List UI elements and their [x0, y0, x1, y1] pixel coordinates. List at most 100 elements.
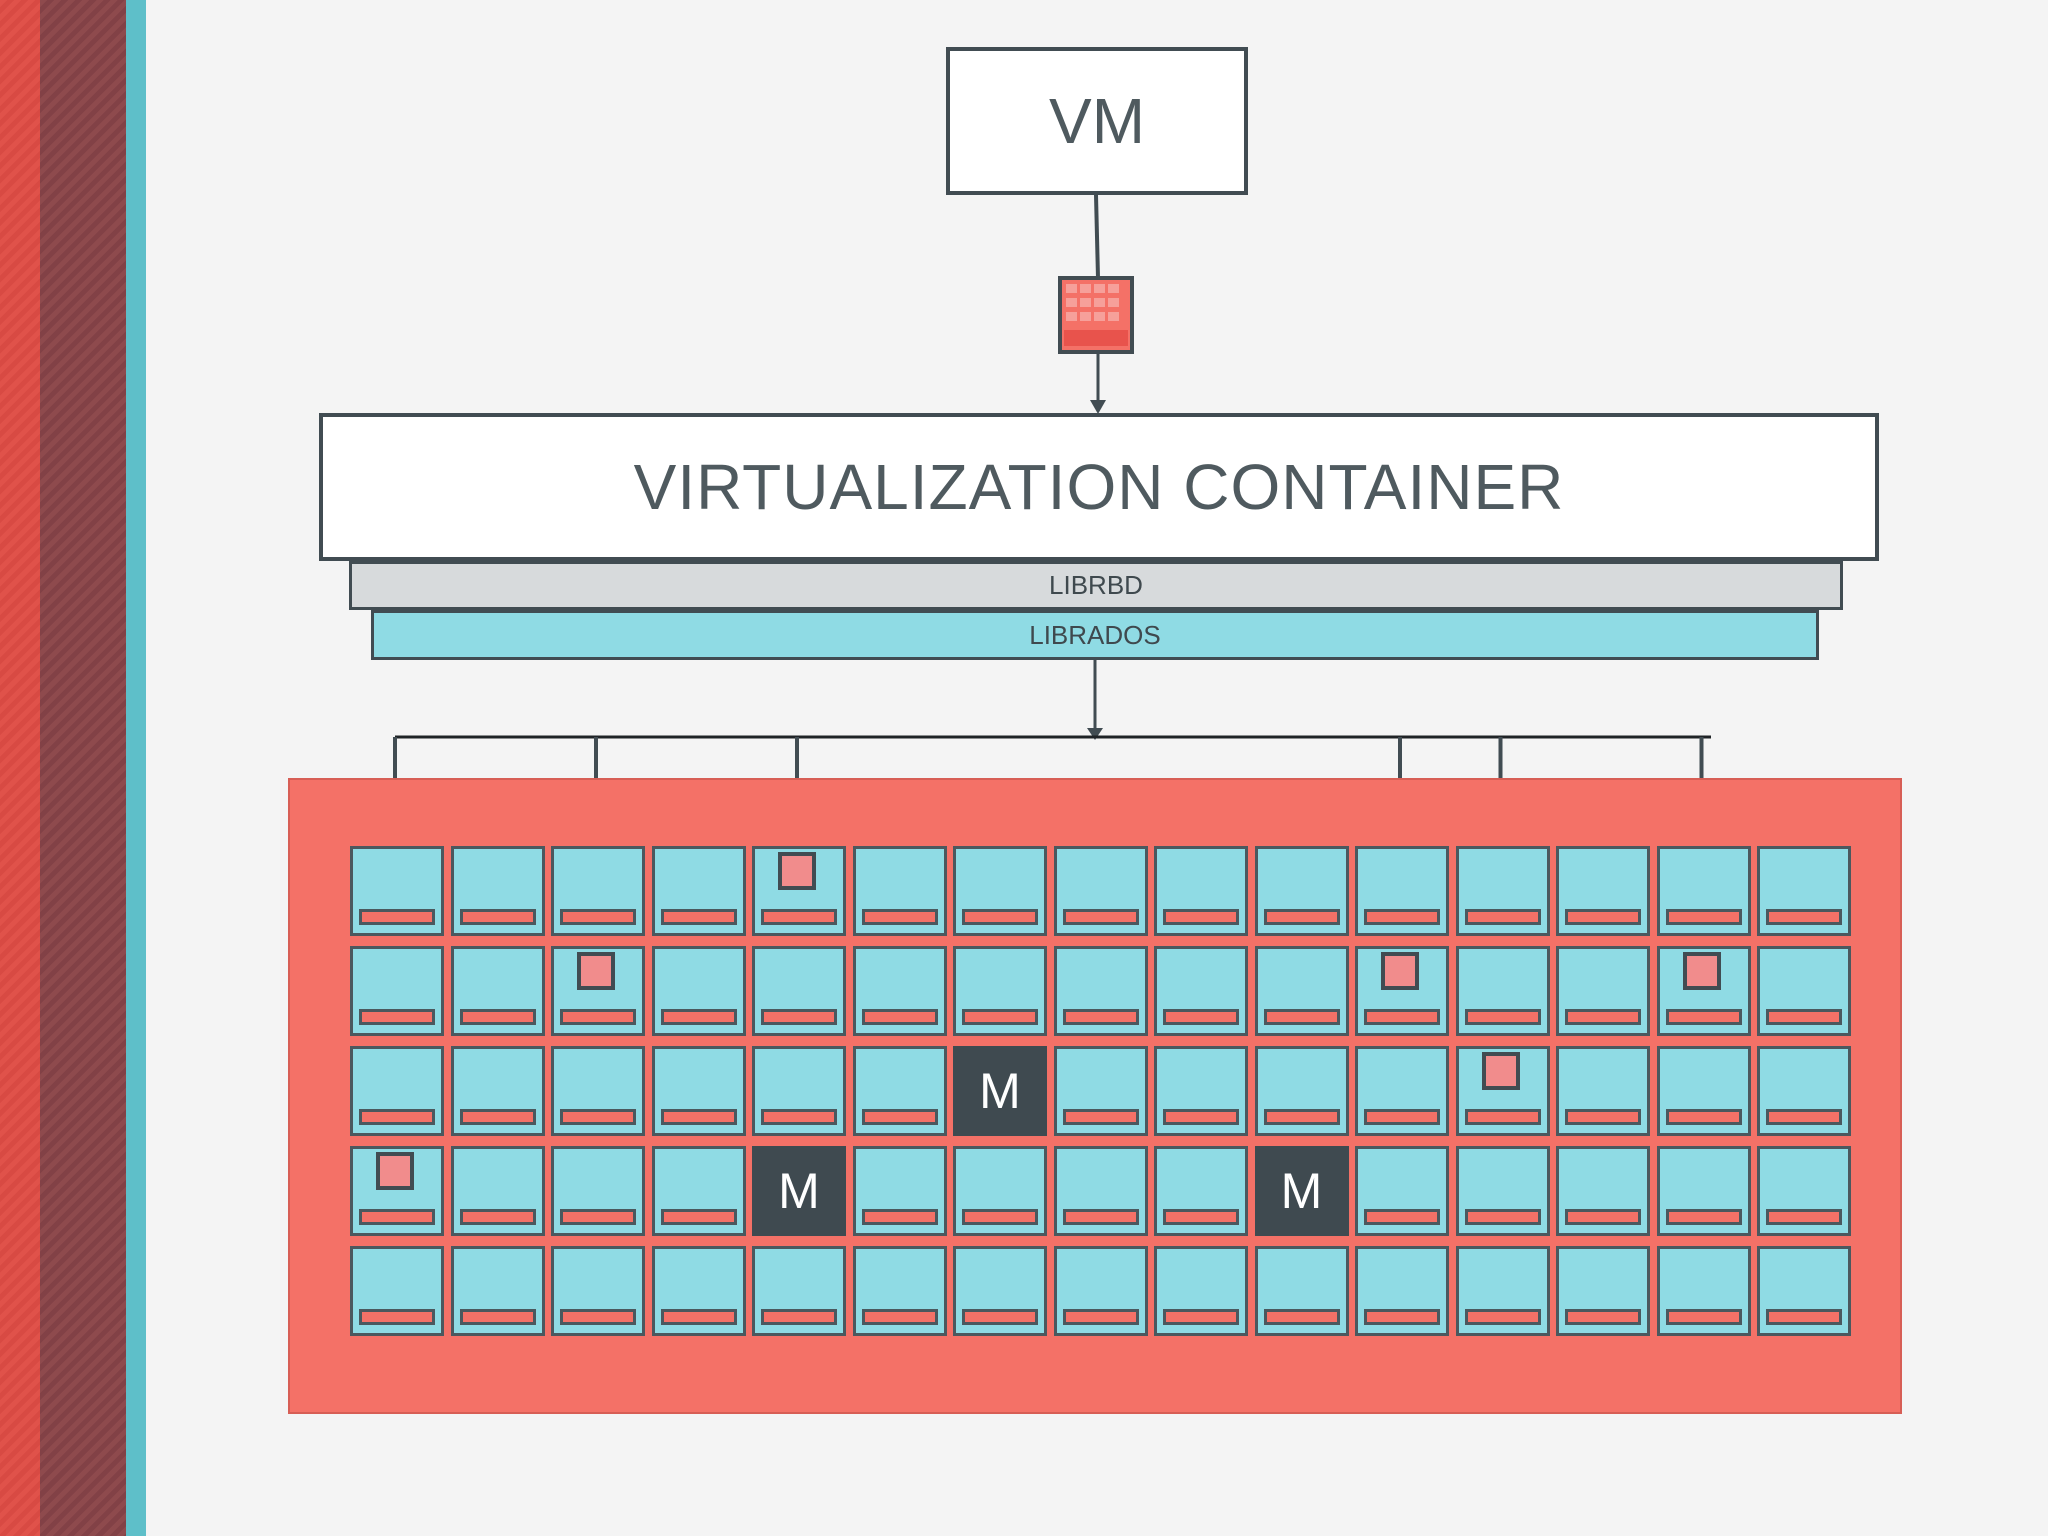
osd-cell: [1053, 946, 1148, 1036]
osd-disk-bar: [1565, 1309, 1641, 1325]
data-object: [778, 852, 816, 890]
osd-disk-bar: [1464, 1009, 1541, 1025]
osd-cell: [852, 1246, 947, 1336]
osd-disk-bar: [1766, 1209, 1842, 1225]
osd-disk-bar: [1364, 1009, 1440, 1025]
osd-disk-bar: [1163, 1209, 1239, 1225]
osd-disk-bar: [1464, 909, 1541, 925]
osd-disk-bar: [1464, 1109, 1541, 1125]
osd-cell: [1757, 846, 1851, 936]
osd-cell: [1656, 846, 1751, 936]
vm-label: VM: [1049, 85, 1145, 157]
monitor-label: M: [1280, 1163, 1323, 1219]
osd-cell: [450, 1146, 545, 1236]
osd-disk-bar: [962, 1309, 1038, 1325]
osd-disk-bar: [1565, 1009, 1641, 1025]
osd-cell: [350, 1246, 444, 1336]
osd-cell: [1053, 1146, 1148, 1236]
osd-disk-bar: [962, 1209, 1038, 1225]
virtualization-container-box: VIRTUALIZATION CONTAINER: [319, 413, 1879, 561]
osd-cell: [752, 1046, 846, 1136]
osd-cell: [1556, 1146, 1650, 1236]
osd-cell: [1656, 1146, 1751, 1236]
osd-disk-bar: [1364, 909, 1440, 925]
osd-cell: [651, 846, 746, 936]
osd-cell: [1053, 1046, 1148, 1136]
osd-cell: [1757, 1246, 1851, 1336]
osd-disk-bar: [1364, 1109, 1440, 1125]
osd-cell: [551, 1146, 645, 1236]
osd-cell: [450, 946, 545, 1036]
osd-cell: [752, 946, 846, 1036]
osd-cell: [852, 846, 947, 936]
osd-disk-bar: [962, 1009, 1038, 1025]
osd-disk-bar: [1364, 1309, 1440, 1325]
osd-disk-bar: [761, 1309, 837, 1325]
osd-disk-bar: [962, 909, 1038, 925]
osd-cell: [1154, 846, 1248, 936]
osd-disk-bar: [1263, 1009, 1340, 1025]
osd-disk-bar: [1163, 1109, 1239, 1125]
osd-disk-bar: [1565, 909, 1641, 925]
osd-cell: [852, 1046, 947, 1136]
osd-disk-bar: [560, 1109, 636, 1125]
left-maroon-stripe: [40, 0, 126, 1536]
data-object: [577, 952, 615, 990]
osd-cell: [852, 1146, 947, 1236]
librbd-label: LIBRBD: [1049, 570, 1143, 600]
monitor-node: M: [752, 1146, 846, 1236]
osd-disk-bar: [359, 1309, 435, 1325]
osd-disk-bar: [861, 1109, 938, 1125]
osd-cell: [1254, 946, 1349, 1036]
left-teal-stripe: [126, 0, 146, 1536]
osd-disk-bar: [459, 909, 536, 925]
osd-cell: [1656, 1246, 1751, 1336]
osd-disk-bar: [660, 1209, 737, 1225]
osd-cell: [1455, 946, 1550, 1036]
osd-disk-bar: [1464, 1309, 1541, 1325]
osd-disk-bar: [560, 909, 636, 925]
osd-disk-bar: [1665, 1309, 1742, 1325]
osd-cell: [1656, 946, 1751, 1036]
osd-cell: [1556, 1246, 1650, 1336]
osd-disk-bar: [660, 1009, 737, 1025]
osd-disk-bar: [660, 1109, 737, 1125]
osd-disk-bar: [1565, 1209, 1641, 1225]
virtualization-container-label: VIRTUALIZATION CONTAINER: [633, 451, 1565, 523]
osd-cell: [1053, 846, 1148, 936]
osd-disk-bar: [761, 1109, 837, 1125]
osd-disk-bar: [861, 1309, 938, 1325]
osd-cell: [1455, 1146, 1550, 1236]
osd-disk-bar: [1163, 1309, 1239, 1325]
osd-disk-bar: [359, 1009, 435, 1025]
osd-disk-bar: [459, 1009, 536, 1025]
osd-disk-bar: [1665, 1009, 1742, 1025]
osd-cell: [953, 1146, 1047, 1236]
osd-cell: [953, 846, 1047, 936]
osd-cell: [450, 1046, 545, 1136]
osd-disk-bar: [459, 1209, 536, 1225]
vm-box: VM: [946, 47, 1248, 195]
osd-cell: [1154, 1246, 1248, 1336]
osd-disk-bar: [660, 1309, 737, 1325]
osd-disk-bar: [560, 1009, 636, 1025]
osd-cell: [1355, 1046, 1449, 1136]
monitor-label: M: [979, 1063, 1021, 1119]
osd-disk-bar: [1163, 909, 1239, 925]
osd-disk-bar: [1062, 1209, 1139, 1225]
osd-cell: [1355, 1246, 1449, 1336]
monitor-label: M: [778, 1163, 820, 1219]
image-to-container-arrowhead: [1090, 400, 1106, 414]
osd-disk-bar: [660, 909, 737, 925]
osd-cell: [1757, 1146, 1851, 1236]
osd-cell: [651, 946, 746, 1036]
left-red-stripe: [0, 0, 40, 1536]
osd-cell: [1053, 1246, 1148, 1336]
osd-cell: [350, 1146, 444, 1236]
osd-cell: [1757, 1046, 1851, 1136]
osd-cell: [1455, 1246, 1550, 1336]
osd-cell: [651, 1146, 746, 1236]
osd-cell: [450, 1246, 545, 1336]
osd-disk-bar: [359, 1209, 435, 1225]
osd-cell: [450, 846, 545, 936]
